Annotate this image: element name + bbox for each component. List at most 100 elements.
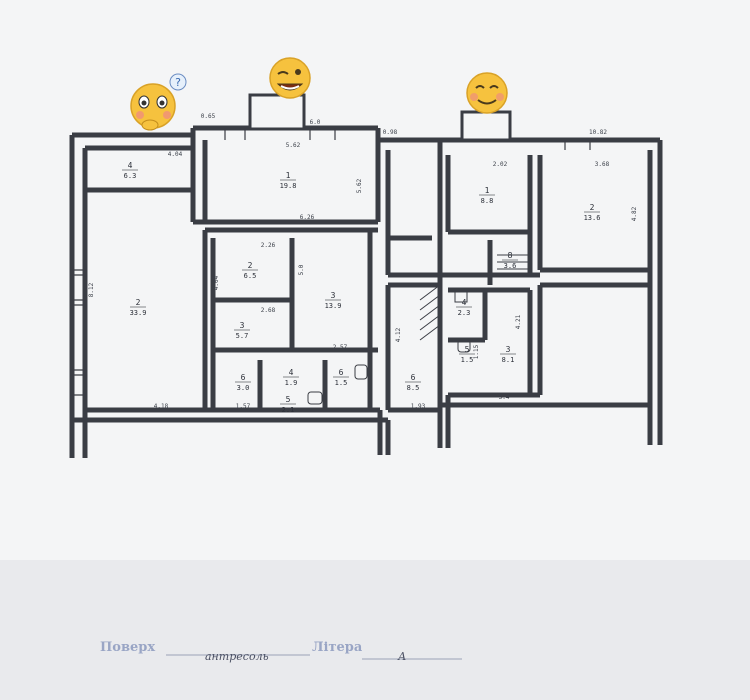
- stair-steps-right: [497, 254, 532, 270]
- dimension-label: 5.0: [298, 264, 305, 275]
- room-number: 6: [339, 368, 344, 377]
- footer-stamp: Поверх антресоль Літера А: [100, 640, 462, 663]
- wall-right-block: [437, 137, 663, 445]
- room-number: 3: [331, 291, 336, 300]
- room-area: 1.5: [461, 356, 474, 364]
- room-label: 233.9: [130, 298, 147, 317]
- sink-fixture-right: [454, 291, 468, 303]
- room-area: 1.9: [285, 379, 298, 387]
- winking-face-emoji: [269, 57, 311, 99]
- room-label: 46.3: [122, 161, 138, 180]
- staircase: [419, 254, 532, 341]
- room-label: 313.9: [325, 291, 342, 310]
- sink-fixture: [354, 364, 368, 380]
- room-label: 35.7: [234, 321, 250, 340]
- dimension-label: 4.18: [154, 403, 169, 410]
- room-number: 3: [506, 345, 511, 354]
- room-label: 213.6: [584, 203, 601, 222]
- paper-shadow: [0, 560, 750, 700]
- room-labels: 46.3233.9119.826.5313.935.763.041.952.16…: [122, 161, 600, 414]
- room-area: 6.5: [244, 272, 257, 280]
- room-label: 51.5: [459, 345, 475, 364]
- footer-letter-label: Літера: [312, 640, 363, 655]
- toilet-fixture: [307, 391, 323, 405]
- dimension-label: 1.15: [473, 344, 480, 359]
- dimension-label: 10.82: [589, 129, 607, 136]
- room-area: 6.3: [124, 172, 137, 180]
- dimension-label: 5.62: [286, 142, 301, 149]
- footer-floor-label: Поверх: [100, 640, 155, 655]
- room-number: 8: [508, 251, 513, 260]
- room-area: 13.9: [325, 302, 342, 310]
- balcony-right: [460, 110, 512, 142]
- windows: [72, 128, 591, 396]
- question-mark-glyph: ?: [175, 76, 181, 89]
- room-area: 13.6: [584, 214, 601, 222]
- room-label: 63.0: [235, 373, 251, 392]
- window-right: [564, 140, 591, 150]
- dimension-label: 1.93: [411, 403, 426, 410]
- room-area: 3.6: [504, 262, 517, 270]
- room-label: 61.5: [333, 368, 349, 387]
- balcony-center: [248, 93, 306, 131]
- room-area: 8.8: [481, 197, 494, 205]
- footer-floor-value: антресоль: [205, 650, 269, 663]
- dimension-label: 4.21: [515, 314, 522, 329]
- dimension-label: 3.68: [595, 161, 610, 168]
- room-number: 6: [411, 373, 416, 382]
- room-number: 2: [136, 298, 141, 307]
- dimension-label: 6.26: [300, 214, 315, 221]
- window-left-2: [72, 369, 85, 396]
- footer-letter-value: А: [397, 650, 406, 663]
- dimension-label: 5.62: [356, 178, 363, 193]
- room-area: 8.5: [407, 384, 420, 392]
- dimension-label: 8.12: [88, 282, 95, 297]
- dimension-label: 2.57: [333, 344, 348, 351]
- room-number: 2: [590, 203, 595, 212]
- room-number: 5: [286, 395, 291, 404]
- dimension-label: 1.57: [236, 403, 251, 410]
- room-number: 4: [289, 368, 294, 377]
- room-area: 3.0: [237, 384, 250, 392]
- room-number: 4: [128, 161, 133, 170]
- room-label: 119.8: [280, 171, 297, 190]
- room-label: 26.5: [242, 261, 258, 280]
- room-label: 38.1: [500, 345, 516, 364]
- wall-left-outer: [69, 132, 391, 458]
- dimension-label: 3.4: [499, 394, 510, 401]
- room-number: 3: [240, 321, 245, 330]
- smiling-face-emoji: [466, 72, 508, 114]
- toilet-fixture-right: [457, 339, 471, 353]
- window-top: [224, 128, 336, 140]
- wall-corridor: [378, 137, 540, 448]
- room-label: 42.3: [456, 298, 472, 317]
- dimension-label: 2.26: [261, 242, 276, 249]
- room-label: 18.8: [479, 186, 495, 205]
- room-label: 52.1: [280, 395, 296, 414]
- room-number: 2: [248, 261, 253, 270]
- room-area: 2.3: [458, 309, 471, 317]
- dimension-label: 4.04: [213, 275, 220, 290]
- dimension-label: 4.82: [631, 206, 638, 221]
- room-label: 83.6: [502, 251, 518, 270]
- room-area: 33.9: [130, 309, 147, 317]
- room-area: 19.8: [280, 182, 297, 190]
- room-number: 1: [485, 186, 490, 195]
- stair-steps-left: [419, 284, 441, 341]
- room-area: 2.1: [282, 406, 295, 414]
- dimension-label: 4.12: [395, 327, 402, 342]
- room-number: 4: [462, 298, 467, 307]
- room-area: 8.1: [502, 356, 515, 364]
- room-number: 5: [465, 345, 470, 354]
- dimension-label: 2.02: [493, 161, 508, 168]
- thinking-face-emoji: ?: [130, 73, 187, 131]
- room-area: 1.5: [335, 379, 348, 387]
- room-label: 68.5: [405, 373, 421, 392]
- dimension-label: 2.68: [261, 307, 276, 314]
- room-area: 5.7: [236, 332, 249, 340]
- dimension-label: 0.65: [201, 113, 216, 120]
- fixtures: [307, 291, 471, 405]
- dimension-label: 4.04: [168, 151, 183, 158]
